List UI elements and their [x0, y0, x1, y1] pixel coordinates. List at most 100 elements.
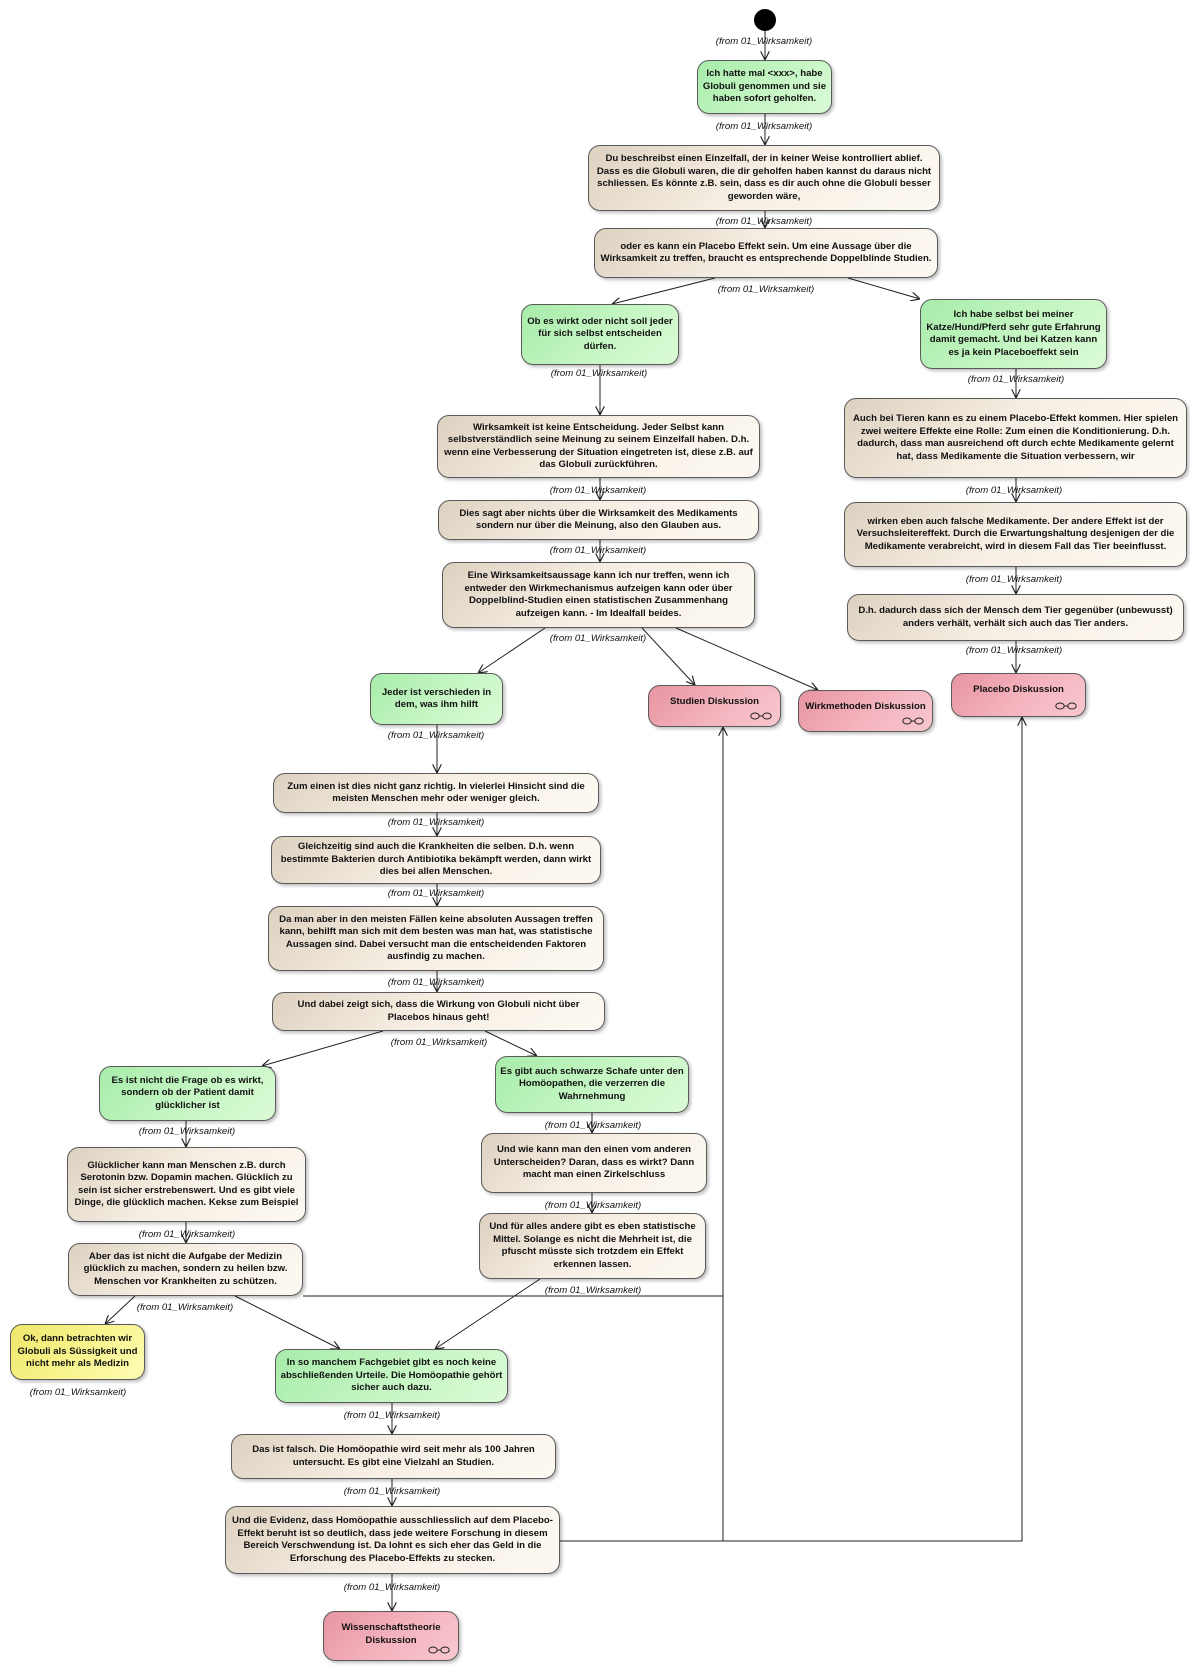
- edge: [675, 627, 818, 690]
- node-text: Wirkmethoden Diskussion: [805, 701, 926, 712]
- activity-node[interactable]: Wirksamkeit ist keine Entscheidung. Jede…: [437, 415, 760, 478]
- node-text: D.h. dadurch dass sich der Mensch dem Ti…: [858, 605, 1173, 629]
- source-label: (from 01_Wirksamkeit): [965, 645, 1063, 656]
- node-text: Du beschreibst einen Einzelfall, der in …: [596, 153, 932, 202]
- node-text: Und dabei zeigt sich, dass die Wirkung v…: [297, 999, 580, 1023]
- node-text: Und wie kann man den einen vom anderen U…: [493, 1144, 695, 1181]
- node-text: Placebo Diskussion: [973, 684, 1064, 695]
- node-text: oder es kann ein Placebo Effekt sein. Um…: [600, 240, 932, 265]
- activity-node[interactable]: Da man aber in den meisten Fällen keine …: [268, 906, 604, 971]
- activity-node[interactable]: Du beschreibst einen Einzelfall, der in …: [588, 145, 940, 211]
- activity-node[interactable]: Und wie kann man den einen vom anderen U…: [481, 1133, 707, 1193]
- node-text: In so manchem Fachgebiet gibt es noch ke…: [280, 1357, 503, 1394]
- rake-icon: [750, 712, 772, 720]
- node-text: Es ist nicht die Frage ob es wirkt, sond…: [111, 1074, 264, 1111]
- activity-node[interactable]: Aber das ist nicht die Aufgabe der Mediz…: [68, 1243, 303, 1296]
- source-label: (from 01_Wirksamkeit): [387, 977, 485, 988]
- node-text: Wirksamkeit ist keine Entscheidung. Jede…: [444, 421, 753, 471]
- node-text: Und für alles andere gibt es eben statis…: [489, 1221, 696, 1270]
- node-text: Auch bei Tieren kann es zu einem Placebo…: [852, 413, 1179, 462]
- activity-node[interactable]: D.h. dadurch dass sich der Mensch dem Ti…: [847, 594, 1184, 641]
- source-label: (from 01_Wirksamkeit): [550, 368, 648, 379]
- node-text: Ich hatte mal <xxx>, habe Globuli genomm…: [702, 68, 827, 105]
- source-label: (from 01_Wirksamkeit): [965, 574, 1063, 585]
- activity-node[interactable]: Und die Evidenz, dass Homöopathie aussch…: [225, 1506, 560, 1574]
- source-label: (from 01_Wirksamkeit): [544, 1120, 642, 1131]
- source-label: (from 01_Wirksamkeit): [544, 1200, 642, 1211]
- source-label: (from 01_Wirksamkeit): [967, 374, 1065, 385]
- node-text: Aber das ist nicht die Aufgabe der Mediz…: [83, 1250, 288, 1287]
- activity-node[interactable]: Es gibt auch schwarze Schafe unter den H…: [495, 1056, 689, 1113]
- node-text: Das ist falsch. Die Homöopathie wird sei…: [252, 1444, 535, 1468]
- source-label: (from 01_Wirksamkeit): [549, 633, 647, 644]
- source-label: (from 01_Wirksamkeit): [343, 1582, 441, 1593]
- edge: [641, 627, 695, 685]
- node-text: Eine Wirksamkeitsaussage kann ich nur tr…: [464, 570, 733, 619]
- call-behavior-node[interactable]: Wirkmethoden Diskussion: [798, 690, 933, 732]
- node-text: Gleichzeitig sind auch die Krankheiten d…: [280, 841, 592, 878]
- edge: [847, 277, 920, 299]
- node-text: Dies sagt aber nichts über die Wirksamke…: [459, 507, 738, 532]
- activity-node[interactable]: Gleichzeitig sind auch die Krankheiten d…: [271, 836, 601, 884]
- edge: [435, 1278, 541, 1349]
- node-text: Wissenschaftstheorie Diskussion: [341, 1622, 441, 1646]
- activity-node[interactable]: Eine Wirksamkeitsaussage kann ich nur tr…: [442, 562, 755, 628]
- source-label: (from 01_Wirksamkeit): [29, 1387, 127, 1398]
- initial-node: [754, 9, 776, 31]
- source-label: (from 01_Wirksamkeit): [717, 284, 815, 295]
- rake-icon: [428, 1646, 450, 1654]
- node-text: Da man aber in den meisten Fällen keine …: [279, 913, 593, 963]
- activity-node[interactable]: Ich hatte mal <xxx>, habe Globuli genomm…: [697, 60, 832, 114]
- source-label: (from 01_Wirksamkeit): [387, 730, 485, 741]
- source-label: (from 01_Wirksamkeit): [715, 121, 813, 132]
- source-label: (from 01_Wirksamkeit): [715, 216, 813, 227]
- source-label: (from 01_Wirksamkeit): [549, 545, 647, 556]
- activity-node[interactable]: Glücklicher kann man Menschen z.B. durch…: [67, 1147, 306, 1222]
- rake-icon: [1055, 702, 1077, 710]
- activity-node[interactable]: Es ist nicht die Frage ob es wirkt, sond…: [99, 1066, 276, 1121]
- node-text: Ok, dann betrachten wir Globuli als Süss…: [17, 1333, 138, 1370]
- source-label: (from 01_Wirksamkeit): [965, 485, 1063, 496]
- call-behavior-node[interactable]: Placebo Diskussion: [951, 673, 1086, 717]
- edge: [478, 627, 546, 673]
- source-label: (from 01_Wirksamkeit): [343, 1486, 441, 1497]
- edge: [105, 1295, 136, 1324]
- node-text: Zum einen ist dies nicht ganz richtig. I…: [287, 780, 585, 805]
- node-text: Es gibt auch schwarze Schafe unter den H…: [500, 1065, 684, 1102]
- source-label: (from 01_Wirksamkeit): [138, 1126, 236, 1137]
- source-label: (from 01_Wirksamkeit): [387, 817, 485, 828]
- source-label: (from 01_Wirksamkeit): [715, 36, 813, 47]
- edge: [560, 717, 1022, 1542]
- source-label: (from 01_Wirksamkeit): [343, 1410, 441, 1421]
- edge: [612, 277, 716, 304]
- activity-node[interactable]: In so manchem Fachgebiet gibt es noch ke…: [275, 1349, 508, 1403]
- call-behavior-node[interactable]: Wissenschaftstheorie Diskussion: [323, 1611, 459, 1661]
- activity-node[interactable]: Und dabei zeigt sich, dass die Wirkung v…: [272, 992, 605, 1031]
- source-label: (from 01_Wirksamkeit): [387, 888, 485, 899]
- activity-node[interactable]: Ob es wirkt oder nicht soll jeder für si…: [521, 304, 679, 365]
- activity-node[interactable]: Jeder ist verschieden in dem, was ihm hi…: [370, 673, 503, 725]
- activity-node[interactable]: Und für alles andere gibt es eben statis…: [479, 1213, 706, 1279]
- edge: [484, 1030, 537, 1056]
- activity-node[interactable]: Auch bei Tieren kann es zu einem Placebo…: [844, 398, 1187, 478]
- edge: [262, 1030, 384, 1066]
- node-text: Glücklicher kann man Menschen z.B. durch…: [74, 1159, 299, 1209]
- activity-node[interactable]: Ok, dann betrachten wir Globuli als Süss…: [10, 1324, 145, 1380]
- activity-node[interactable]: Ich habe selbst bei meiner Katze/Hund/Pf…: [920, 299, 1107, 369]
- activity-node[interactable]: Das ist falsch. Die Homöopathie wird sei…: [231, 1434, 556, 1479]
- activity-node[interactable]: oder es kann ein Placebo Effekt sein. Um…: [594, 228, 938, 278]
- node-text: Ich habe selbst bei meiner Katze/Hund/Pf…: [926, 309, 1101, 358]
- node-text: Ob es wirkt oder nicht soll jeder für si…: [527, 315, 673, 352]
- activity-node[interactable]: Dies sagt aber nichts über die Wirksamke…: [438, 500, 759, 540]
- node-text: Und die Evidenz, dass Homöopathie aussch…: [232, 1515, 553, 1564]
- source-label: (from 01_Wirksamkeit): [136, 1302, 234, 1313]
- edge: [234, 1295, 340, 1349]
- activity-node[interactable]: wirken eben auch falsche Medikamente. De…: [844, 502, 1187, 567]
- call-behavior-node[interactable]: Studien Diskussion: [648, 685, 781, 727]
- node-text: wirken eben auch falsche Medikamente. De…: [856, 515, 1175, 552]
- source-label: (from 01_Wirksamkeit): [549, 485, 647, 496]
- activity-node[interactable]: Zum einen ist dies nicht ganz richtig. I…: [273, 773, 599, 813]
- source-label: (from 01_Wirksamkeit): [390, 1037, 488, 1048]
